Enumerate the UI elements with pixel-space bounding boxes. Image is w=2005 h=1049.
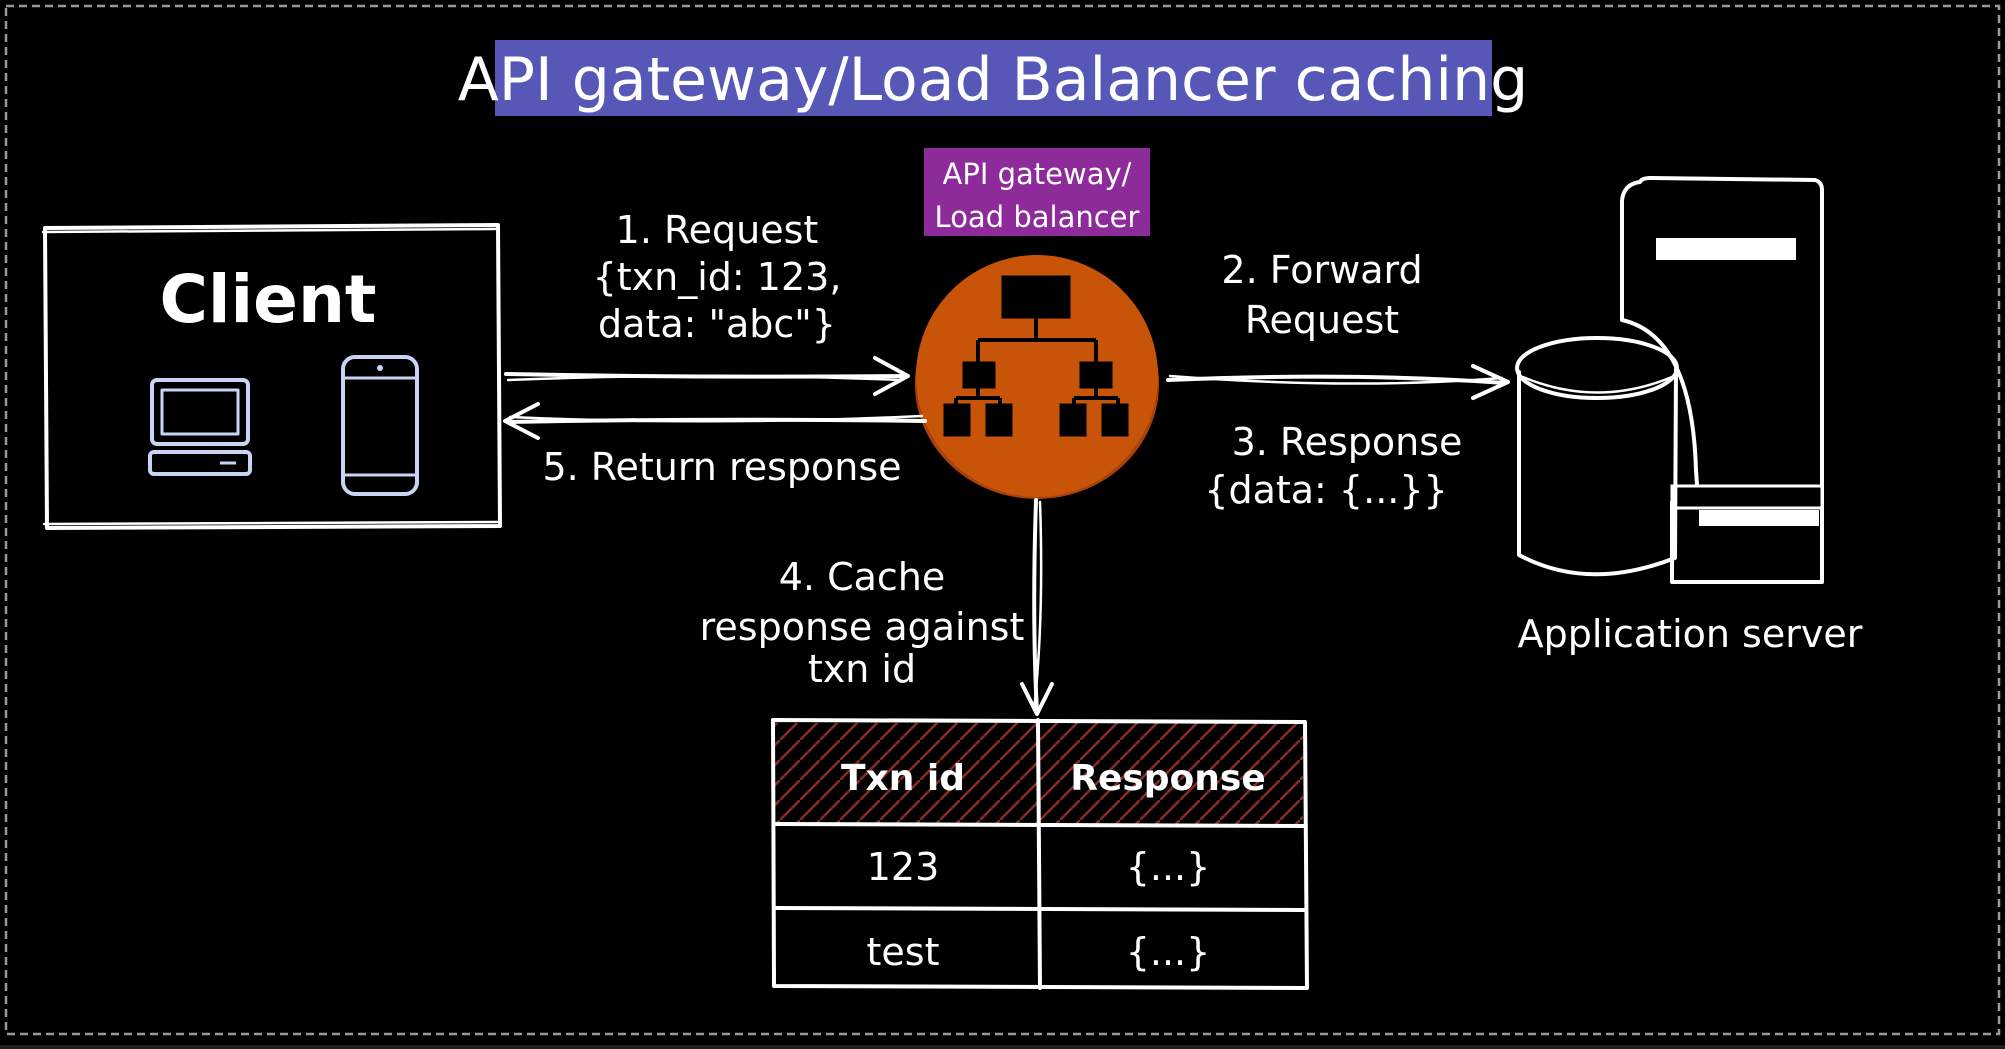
- request-label-line2: {txn_id: 123,: [593, 255, 842, 299]
- table-cell-response: {...}: [1126, 930, 1211, 974]
- gateway-badge-line1: API gateway/: [943, 157, 1132, 191]
- table-header-response: Response: [1070, 758, 1266, 799]
- title-text: API gateway/Load Balancer caching: [458, 45, 1528, 115]
- gateway-badge-background: [924, 148, 1150, 236]
- gateway-circle: [916, 255, 1158, 497]
- laptop-icon: [148, 378, 252, 476]
- forward-arrow: [1166, 364, 1510, 400]
- table-cell-response: {...}: [1126, 845, 1211, 889]
- request-label-line3: data: "abc"}: [598, 302, 836, 346]
- client-node: Client: [41, 223, 502, 530]
- client-box-sketch-lines: [41, 227, 499, 526]
- gateway-badge: API gateway/ Load balancer: [924, 148, 1150, 236]
- table-row: test {...}: [867, 930, 1211, 974]
- forward-label-line1: 2. Forward: [1221, 248, 1422, 292]
- network-hierarchy-icon: [943, 275, 1129, 437]
- forward-label-line2: Request: [1245, 298, 1399, 342]
- table-header-txn-id: Txn id: [841, 758, 965, 799]
- cache-label-line2: response against: [700, 605, 1025, 649]
- table-column-divider: [1036, 718, 1042, 990]
- title-background: [495, 40, 1492, 116]
- request-label: 1. Request {txn_id: 123, data: "abc"}: [593, 208, 842, 346]
- response-label-line2: {data: {...}}: [1204, 468, 1447, 512]
- response-label-line1: 3. Response: [1232, 420, 1463, 464]
- gateway-badge-line2: Load balancer: [935, 200, 1140, 234]
- request-label-line1: 1. Request: [616, 208, 819, 252]
- table-cell-txn-id: 123: [867, 845, 940, 889]
- request-arrow: [504, 356, 910, 396]
- return-label: 5. Return response: [542, 445, 901, 489]
- outer-frame: [4, 4, 2001, 1036]
- cache-label: 4. Cache response against txn id: [700, 555, 1025, 691]
- database-cylinder-icon: [1515, 336, 1679, 577]
- cache-table: Txn id Response 123 {...} test {...}: [771, 718, 1309, 990]
- response-label: 3. Response {data: {...}}: [1204, 420, 1462, 512]
- application-server-node: Application server: [1515, 176, 1863, 656]
- client-box: [43, 223, 502, 530]
- cache-label-line3: txn id: [808, 647, 916, 691]
- table-row: 123 {...}: [867, 845, 1211, 889]
- cache-arrow: [1020, 498, 1054, 716]
- phone-icon: [341, 355, 419, 496]
- cache-label-line1: 4. Cache: [779, 555, 946, 599]
- table-border: [771, 718, 1309, 990]
- return-arrow: [503, 402, 927, 440]
- table-cell-txn-id: test: [867, 930, 940, 974]
- server-tower-icon: [1620, 176, 1824, 584]
- diagram-title: API gateway/Load Balancer caching: [458, 40, 1528, 116]
- client-label: Client: [160, 261, 377, 338]
- server-label: Application server: [1518, 612, 1863, 656]
- gateway-node: [915, 255, 1159, 499]
- forward-label: 2. Forward Request: [1221, 248, 1422, 342]
